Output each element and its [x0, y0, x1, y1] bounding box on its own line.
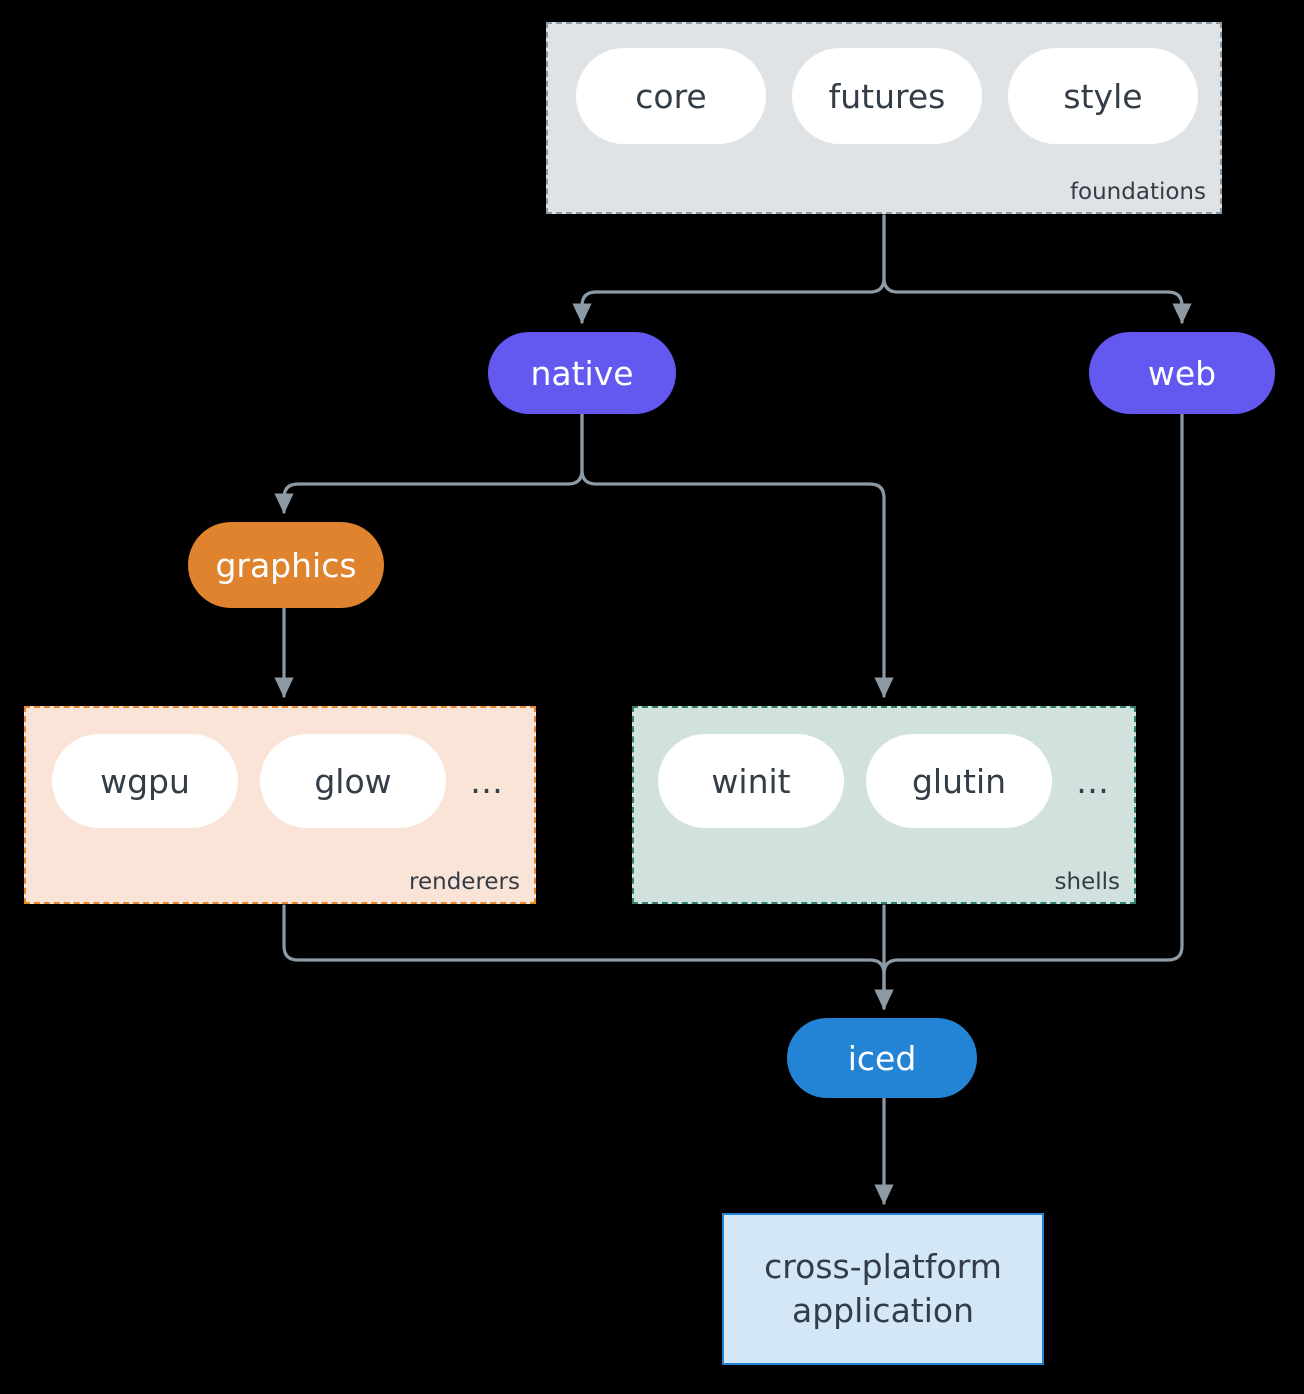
group-shells[interactable]: winit glutin … shells: [632, 706, 1136, 904]
edge-native-graphics: [274, 412, 584, 514]
node-native[interactable]: native: [488, 332, 676, 414]
renderers-chip-list: wgpu glow …: [52, 734, 504, 828]
edge-renderers-iced: [282, 904, 894, 1010]
chip-glutin[interactable]: glutin: [866, 734, 1052, 828]
foundations-chip-list: core futures style: [576, 48, 1198, 144]
edge-foundations-web: [882, 214, 1192, 324]
chip-wgpu[interactable]: wgpu: [52, 734, 238, 828]
application-line-2: application: [791, 1291, 975, 1330]
edge-foundations-native: [572, 214, 886, 324]
group-label-renderers: renderers: [409, 869, 520, 895]
renderers-ellipsis: …: [470, 761, 504, 801]
chip-futures[interactable]: futures: [792, 48, 982, 144]
node-web[interactable]: web: [1089, 332, 1275, 414]
group-label-shells: shells: [1054, 869, 1120, 895]
shells-ellipsis: …: [1076, 761, 1110, 801]
node-cross-platform-application[interactable]: cross-platform application: [722, 1213, 1044, 1365]
node-graphics[interactable]: graphics: [188, 522, 384, 608]
shells-chip-list: winit glutin …: [658, 734, 1110, 828]
node-iced[interactable]: iced: [787, 1018, 977, 1098]
group-foundations[interactable]: core futures style foundations: [546, 22, 1222, 214]
group-renderers[interactable]: wgpu glow … renderers: [24, 706, 536, 904]
chip-winit[interactable]: winit: [658, 734, 844, 828]
chip-core[interactable]: core: [576, 48, 766, 144]
application-line-1: cross-platform: [764, 1247, 1002, 1287]
chip-style[interactable]: style: [1008, 48, 1198, 144]
edge-native-shells: [580, 412, 894, 698]
chip-glow[interactable]: glow: [260, 734, 446, 828]
group-label-foundations: foundations: [1069, 179, 1206, 205]
